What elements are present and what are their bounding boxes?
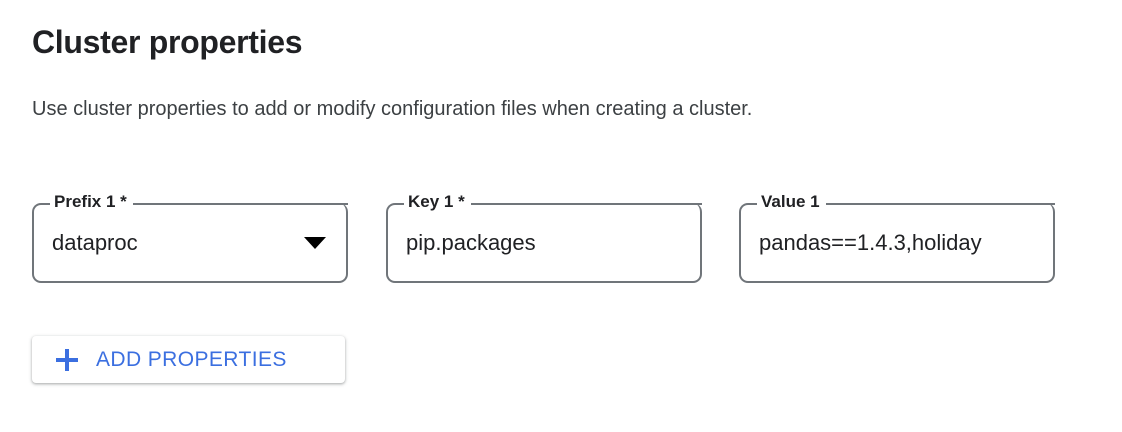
field-label-prefix: Prefix 1 * [50, 192, 133, 212]
field-value-value[interactable]: pandas==1.4.3,holiday [759, 230, 982, 255]
page-title: Cluster properties [32, 24, 303, 60]
field-value-prefix[interactable]: dataproc [52, 230, 138, 255]
chevron-down-icon[interactable] [304, 237, 326, 249]
add-properties-label: ADD PROPERTIES [96, 347, 287, 371]
properties-field-row: Prefix 1 * dataproc Key 1 * pip.packages… [0, 192, 1122, 295]
outline-leading-prefix [32, 203, 50, 283]
add-properties-button[interactable]: ADD PROPERTIES [32, 336, 345, 383]
field-label-key: Key 1 * [404, 192, 471, 212]
field-label-value: Value 1 [757, 192, 826, 212]
field-prefix-1[interactable]: Prefix 1 * dataproc [32, 192, 348, 283]
field-value-1[interactable]: Value 1 pandas==1.4.3,holiday [739, 192, 1055, 283]
page-description: Use cluster properties to add or modify … [32, 98, 753, 120]
outline-leading-value [739, 203, 757, 283]
plus-icon [56, 348, 78, 371]
outline-leading-key [386, 203, 404, 283]
field-key-1[interactable]: Key 1 * pip.packages [386, 192, 702, 283]
field-value-key[interactable]: pip.packages [406, 230, 536, 255]
